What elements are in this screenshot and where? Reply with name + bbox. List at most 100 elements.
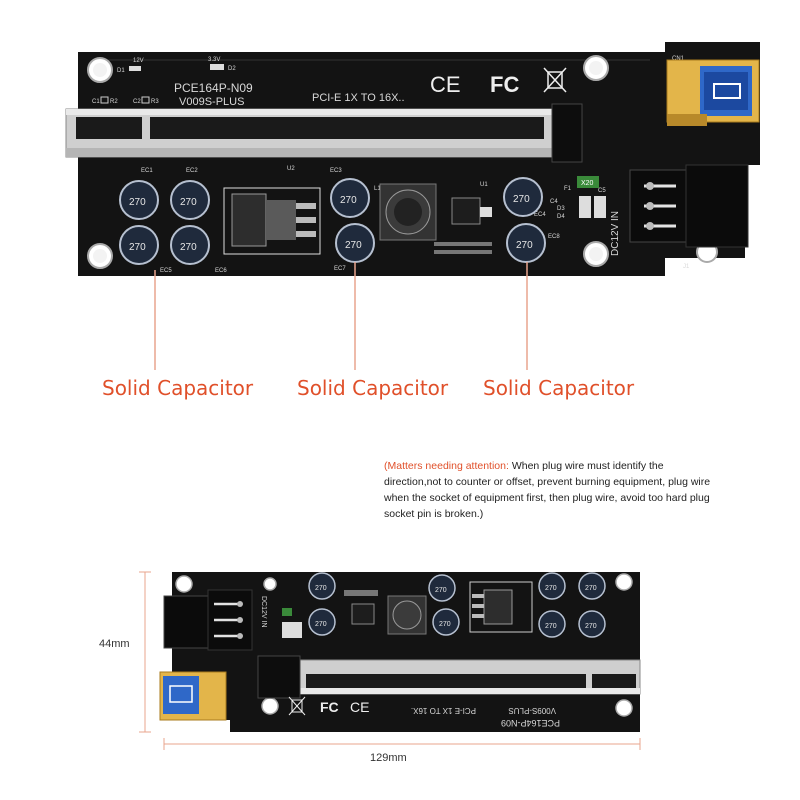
svg-text:270: 270 — [315, 621, 327, 628]
svg-text:F1: F1 — [564, 186, 572, 192]
svg-text:D2: D2 — [228, 66, 236, 72]
solid-capacitor: 270 — [506, 223, 546, 263]
svg-text:EC1: EC1 — [141, 168, 153, 174]
weee-bin-icon — [288, 696, 306, 716]
ce-mark-icon: CE — [430, 72, 461, 97]
fcc-mark-icon: FC — [320, 699, 339, 715]
mounting-hole — [583, 241, 609, 267]
svg-text:C2: C2 — [133, 99, 141, 105]
svg-text:270: 270 — [585, 585, 597, 592]
attention-note: (Matters needing attention: When plug wi… — [384, 458, 714, 522]
interface-label: PCI-E 1X TO 16X. — [411, 706, 476, 715]
solid-capacitor: 270 — [578, 572, 606, 600]
attention-note-body: When plug wire must identify the directi… — [384, 460, 711, 520]
mounting-hole — [175, 575, 193, 593]
svg-text:270: 270 — [315, 585, 327, 592]
power-input-label: DC12V IN — [260, 596, 267, 628]
mounting-hole — [615, 699, 633, 717]
solid-capacitor: 270 — [308, 608, 336, 636]
solid-capacitor-callout: Solid Capacitor — [102, 376, 254, 400]
svg-text:270: 270 — [129, 242, 146, 253]
top-riser-board: PCE164P-N09 V009S-PLUS PCI-E 1X TO 16X..… — [65, 42, 760, 276]
svg-text:EC5: EC5 — [160, 268, 172, 274]
svg-text:270: 270 — [516, 240, 533, 251]
svg-text:D1: D1 — [117, 68, 125, 74]
board-silk-mirrored: PCE164P-N09 V009S-PLUS PCI-E 1X TO 16X. — [411, 706, 560, 728]
svg-text:270: 270 — [585, 623, 597, 630]
usb3-port — [666, 59, 760, 126]
fcc-mark-icon: FC — [490, 72, 519, 97]
svg-text:L1: L1 — [374, 186, 381, 192]
board-version-label: V009S-PLUS — [179, 96, 244, 108]
svg-text:270: 270 — [513, 194, 530, 205]
solid-capacitor: 270 — [170, 180, 210, 220]
callout-lines — [154, 262, 528, 370]
svg-text:J1: J1 — [683, 264, 690, 270]
svg-text:X20: X20 — [581, 180, 594, 187]
svg-text:C4: C4 — [550, 199, 558, 205]
svg-text:C5: C5 — [598, 188, 606, 194]
svg-text:270: 270 — [545, 623, 557, 630]
svg-text:270: 270 — [345, 240, 362, 251]
svg-text:270: 270 — [435, 587, 447, 594]
solid-capacitor: 270 — [538, 572, 566, 600]
height-dimension-label: 44mm — [99, 638, 130, 650]
mounting-hole — [263, 577, 277, 591]
svg-text:270: 270 — [545, 585, 557, 592]
solid-capacitor: 270 — [170, 225, 210, 265]
attention-note-heading: (Matters needing attention: — [384, 460, 509, 472]
power-input-label: DC12V IN — [610, 211, 621, 256]
svg-text:C1: C1 — [92, 99, 100, 105]
board-model-label: PCE164P-N09 — [501, 718, 560, 728]
svg-text:EC2: EC2 — [186, 168, 198, 174]
power-connector — [163, 589, 253, 651]
solid-capacitor: 270 — [330, 178, 370, 218]
solid-capacitor: 270 — [432, 608, 460, 636]
svg-text:D3: D3 — [557, 206, 565, 212]
voltage-regulator — [469, 581, 533, 633]
svg-text:270: 270 — [129, 197, 146, 208]
board-model-label: PCE164P-N09 — [174, 81, 253, 95]
usb3-port — [159, 671, 227, 721]
svg-text:EC7: EC7 — [334, 266, 346, 272]
solid-capacitor: 270 — [119, 225, 159, 265]
svg-text:EC8: EC8 — [548, 234, 560, 240]
bottom-riser-board: DC12V IN 270 270 270 270 270 270 270 270… — [159, 572, 641, 732]
svg-text:R3: R3 — [151, 99, 159, 105]
svg-text:270: 270 — [180, 242, 197, 253]
mounting-hole — [87, 243, 113, 269]
board-version-label: V009S-PLUS — [508, 706, 556, 715]
mounting-hole — [615, 573, 633, 591]
svg-text:CN1: CN1 — [672, 56, 685, 62]
svg-text:R2: R2 — [110, 99, 118, 105]
weee-bin-icon — [543, 67, 567, 93]
svg-text:EC3: EC3 — [330, 168, 342, 174]
svg-text:EC6: EC6 — [215, 268, 227, 274]
power-connector — [629, 164, 749, 248]
svg-text:U2: U2 — [287, 166, 295, 172]
solid-capacitor-callout: Solid Capacitor — [297, 376, 449, 400]
svg-text:3.3V: 3.3V — [208, 57, 220, 63]
voltage-regulator — [223, 187, 321, 255]
ce-mark-icon: CE — [350, 699, 369, 715]
inductor — [387, 595, 427, 635]
solid-capacitor: 270 — [503, 177, 543, 217]
solid-capacitor: 270 — [308, 572, 336, 600]
svg-text:U1: U1 — [480, 182, 488, 188]
interface-label: PCI-E 1X TO 16X.. — [312, 92, 405, 104]
inductor — [379, 183, 437, 241]
solid-capacitor: 270 — [428, 574, 456, 602]
svg-text:270: 270 — [340, 195, 357, 206]
mounting-hole — [583, 55, 609, 81]
solid-capacitor-callout: Solid Capacitor — [483, 376, 635, 400]
svg-text:EC4: EC4 — [534, 212, 546, 218]
svg-text:D4: D4 — [557, 214, 565, 220]
pcie-x16-slot — [65, 108, 553, 158]
svg-text:270: 270 — [439, 621, 451, 628]
width-dimension-label: 129mm — [370, 752, 407, 764]
solid-capacitor: 270 — [578, 610, 606, 638]
solid-capacitor: 270 — [538, 610, 566, 638]
svg-text:270: 270 — [180, 197, 197, 208]
svg-text:12V: 12V — [133, 58, 144, 64]
